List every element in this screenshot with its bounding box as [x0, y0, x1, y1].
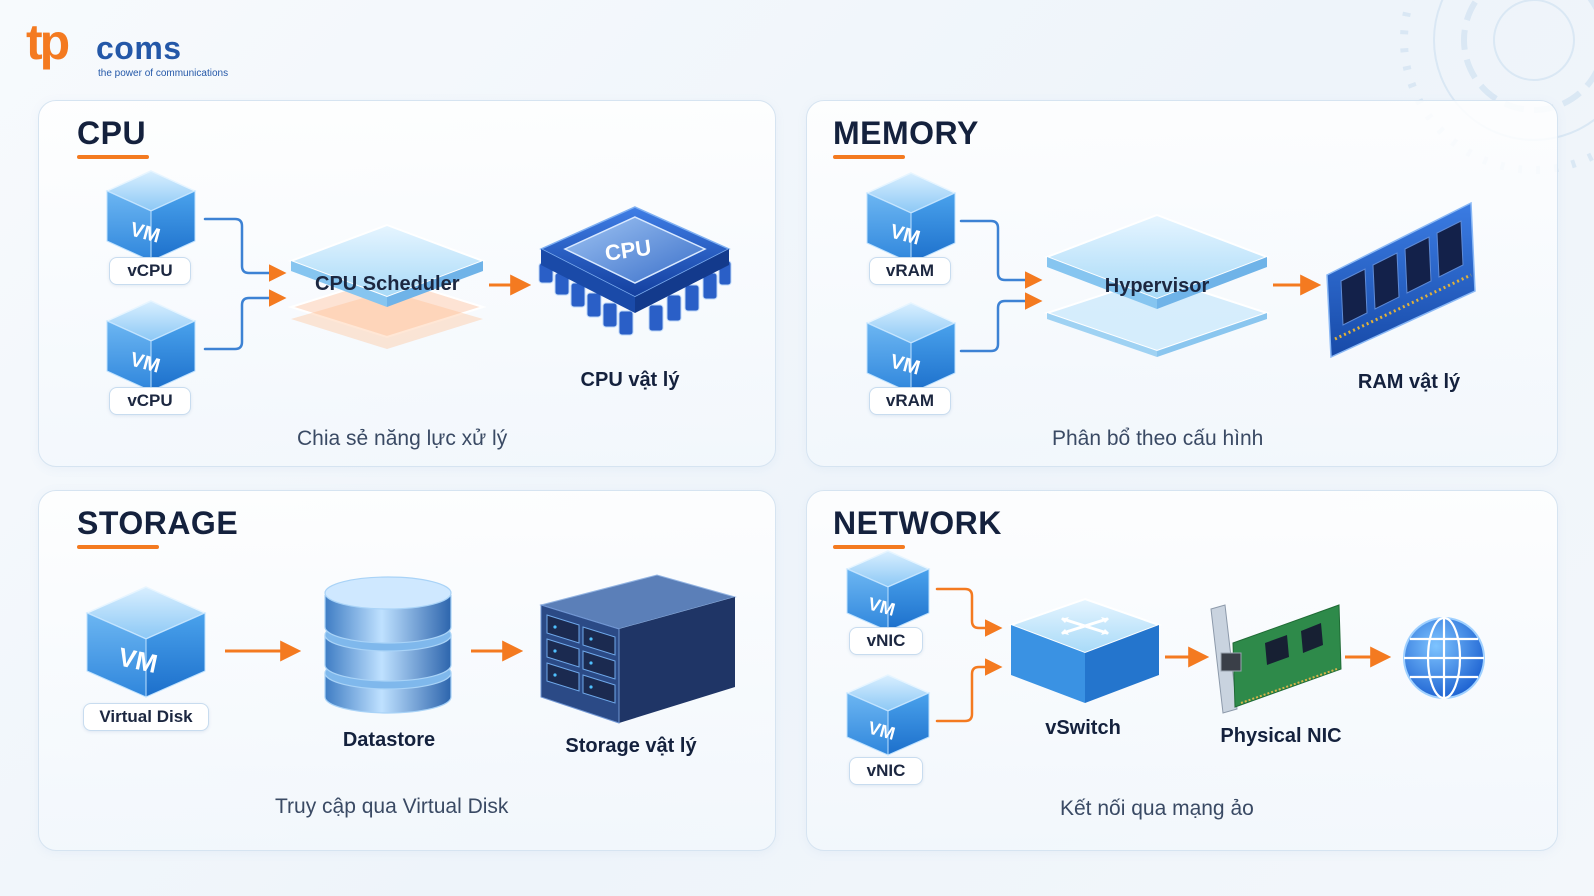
vcpu-label: vCPU [109, 387, 191, 415]
vcpu-label: vCPU [109, 257, 191, 285]
network-title: NETWORK [833, 505, 1002, 541]
vm-cube-icon: VM [81, 583, 211, 701]
ram-module-icon [1321, 201, 1481, 361]
vm-cube-icon: VM [859, 299, 963, 397]
cpu-title-underline [77, 155, 149, 159]
cpu-panel: CPU VM vCPU VM vCPU [38, 100, 776, 467]
hypervisor-label: Hypervisor [1104, 275, 1210, 297]
logo-tagline: the power of communications [98, 68, 229, 79]
ram-physical-label: RAM vật lý [1357, 371, 1461, 393]
network-panel: NETWORK VM vNIC VM vNIC [806, 490, 1558, 851]
hypervisor-layers-icon [1043, 211, 1271, 359]
vm-cube-icon: VM [99, 297, 203, 395]
datastore-label: Datastore [342, 729, 436, 751]
storage-physical-label: Storage vật lý [565, 735, 697, 757]
vswitch-icon [1007, 595, 1163, 707]
storage-title-underline [77, 545, 159, 549]
network-title-underline [833, 545, 905, 549]
storage-panel: STORAGE VM Virtual Disk Datastore [38, 490, 776, 851]
vm-cube-icon: VM [99, 167, 203, 265]
logo-name: coms [96, 30, 182, 66]
cpu-scheduler-layers-icon [287, 221, 487, 351]
logo-mark: tp [26, 14, 70, 70]
cpu-chip-icon: CPU [533, 201, 737, 351]
storage-caption: Truy cập qua Virtual Disk [275, 795, 509, 818]
cpu-title: CPU [77, 115, 147, 151]
physical-nic-label: Physical NIC [1220, 725, 1342, 747]
vram-label: vRAM [869, 257, 951, 285]
memory-panel: MEMORY VM vRAM VM vRAM [806, 100, 1558, 467]
virtual-disk-label: Virtual Disk [83, 703, 209, 731]
vnic-label: vNIC [849, 627, 923, 655]
vnic-label: vNIC [849, 757, 923, 785]
tpcoms-logo: tp coms the power of communications [26, 14, 228, 86]
cpu-physical-label: CPU vật lý [580, 369, 680, 391]
physical-nic-card-icon [1207, 603, 1345, 715]
vm-cube-icon: VM [841, 547, 935, 635]
memory-caption: Phân bổ theo cấu hình [1052, 427, 1264, 450]
memory-title-underline [833, 155, 905, 159]
memory-title: MEMORY [833, 115, 979, 151]
vram-label: vRAM [869, 387, 951, 415]
vswitch-label: vSwitch [1045, 717, 1121, 739]
globe-icon [1399, 613, 1489, 703]
datastore-cylinder-icon [321, 571, 455, 717]
cpu-scheduler-label: CPU Scheduler [315, 273, 460, 295]
storage-title: STORAGE [77, 505, 239, 541]
network-caption: Kết nối qua mạng ảo [1060, 797, 1254, 820]
vm-cube-icon: VM [841, 671, 935, 759]
vm-cube-icon: VM [859, 169, 963, 267]
cpu-caption: Chia sẻ năng lực xử lý [297, 427, 508, 450]
storage-server-icon [535, 569, 739, 729]
